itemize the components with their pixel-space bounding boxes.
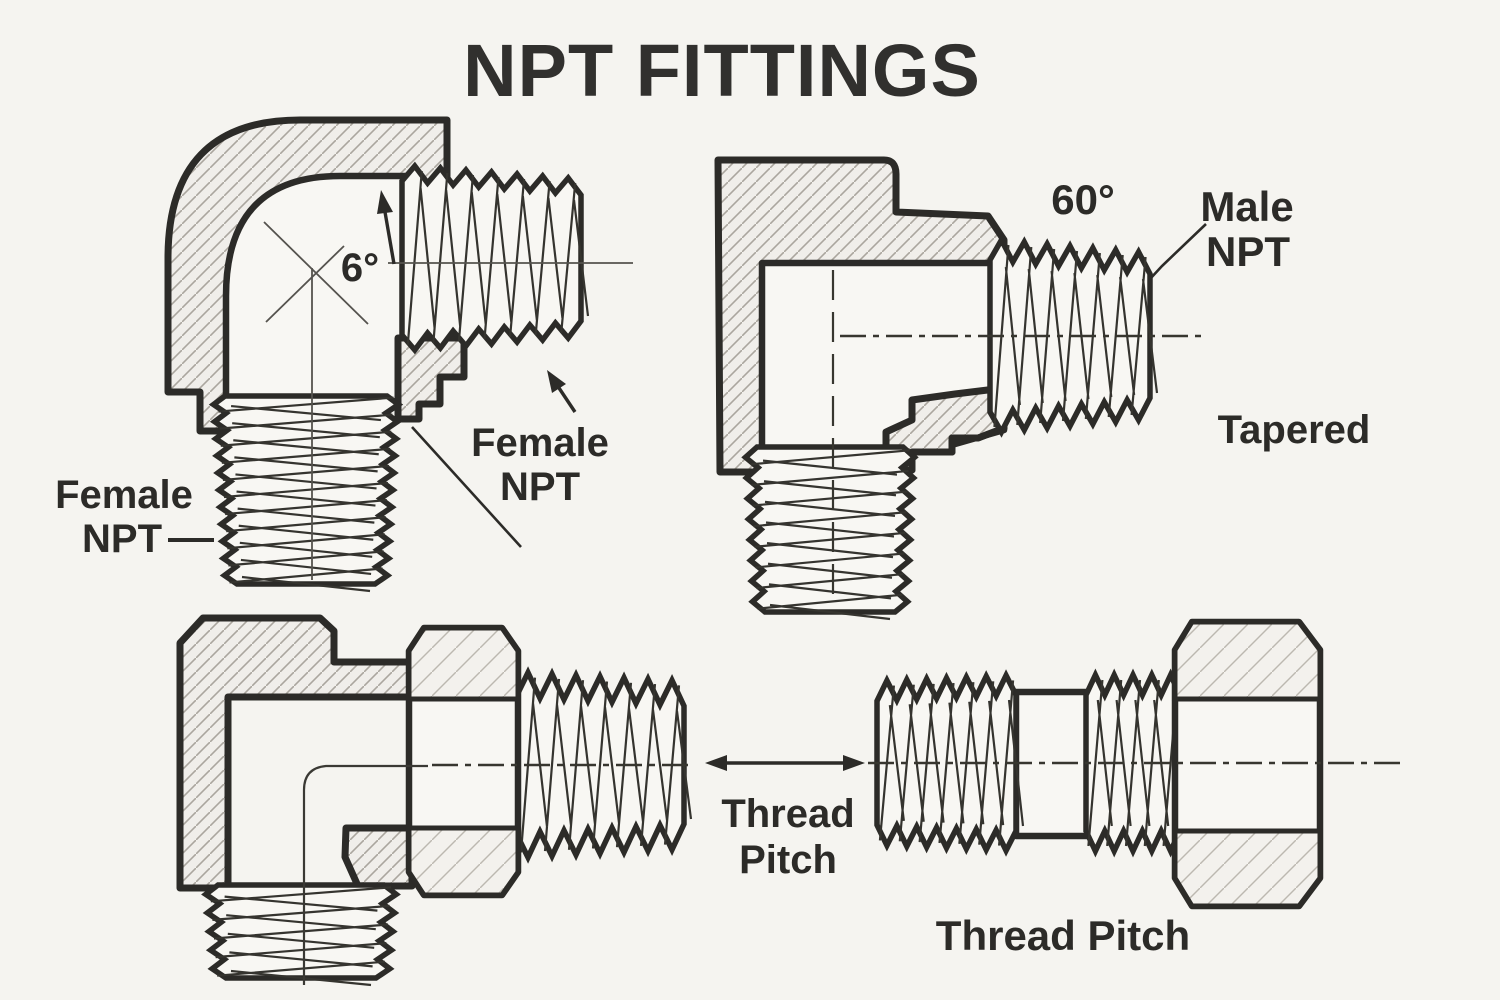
male-npt-label-line2: NPT [1206, 228, 1290, 275]
page-title: NPT FITTINGS [463, 29, 981, 112]
angle-6-label: 6° [341, 246, 379, 290]
thread-pitch-label-line1: Thread [721, 792, 854, 836]
arrow-left-icon [705, 755, 727, 771]
hex-nut-top-facet [1172, 619, 1323, 702]
hex-nut-bottom-facet [1172, 828, 1323, 909]
fitting-female-elbow: 6° Female NPT Female NPT [55, 116, 633, 593]
arrow-up-left-icon [547, 370, 566, 393]
male-npt-leader-line [1149, 223, 1207, 280]
fitting-swivel-elbow [176, 614, 693, 987]
elbow-lower-arm [341, 824, 416, 890]
thread-flank-lines [750, 449, 910, 621]
arrow-right-icon [843, 755, 865, 771]
thread-band [874, 669, 1025, 857]
thread-flank-lines [210, 886, 392, 987]
thread-pitch-bottom-label: Thread Pitch [936, 912, 1190, 959]
female-npt-left-label-line1: Female [55, 473, 193, 517]
female-npt-left-label-line2: NPT [82, 517, 162, 561]
hex-nut-top-facet [406, 625, 521, 702]
hex-nut-bottom-facet [406, 825, 521, 898]
thread-pitch-annotation: Thread Pitch [705, 755, 865, 882]
thread-band [208, 393, 404, 593]
thread-flank-lines [406, 170, 590, 346]
thread-pitch-label-line2: Pitch [739, 838, 837, 882]
fitting-straight-union: Thread Pitch [868, 618, 1400, 959]
female-npt-leader-line [411, 426, 522, 548]
thread-band [399, 161, 590, 355]
taper-angle-arrow-shaft [383, 211, 396, 265]
angle-60-label: 60° [1051, 176, 1115, 223]
female-npt-right-label-line1: Female [471, 421, 609, 465]
fitting-male-elbow: 60° Male NPT Tapered [714, 156, 1371, 621]
arrow-up-icon [377, 190, 393, 214]
elbow-bore [222, 172, 416, 408]
male-npt-label-line1: Male [1200, 183, 1293, 230]
tapered-label: Tapered [1218, 408, 1371, 452]
elbow-shoulder [882, 384, 1008, 474]
female-npt-arrow-shaft [555, 384, 577, 413]
radius-construction-line [265, 245, 345, 323]
thread-flank-lines [218, 396, 394, 593]
female-npt-right-label-line2: NPT [500, 465, 580, 509]
bore-inner-line [302, 764, 428, 985]
thread-band [201, 882, 401, 987]
elbow-shoulder [394, 334, 468, 423]
thread-band [741, 444, 919, 621]
